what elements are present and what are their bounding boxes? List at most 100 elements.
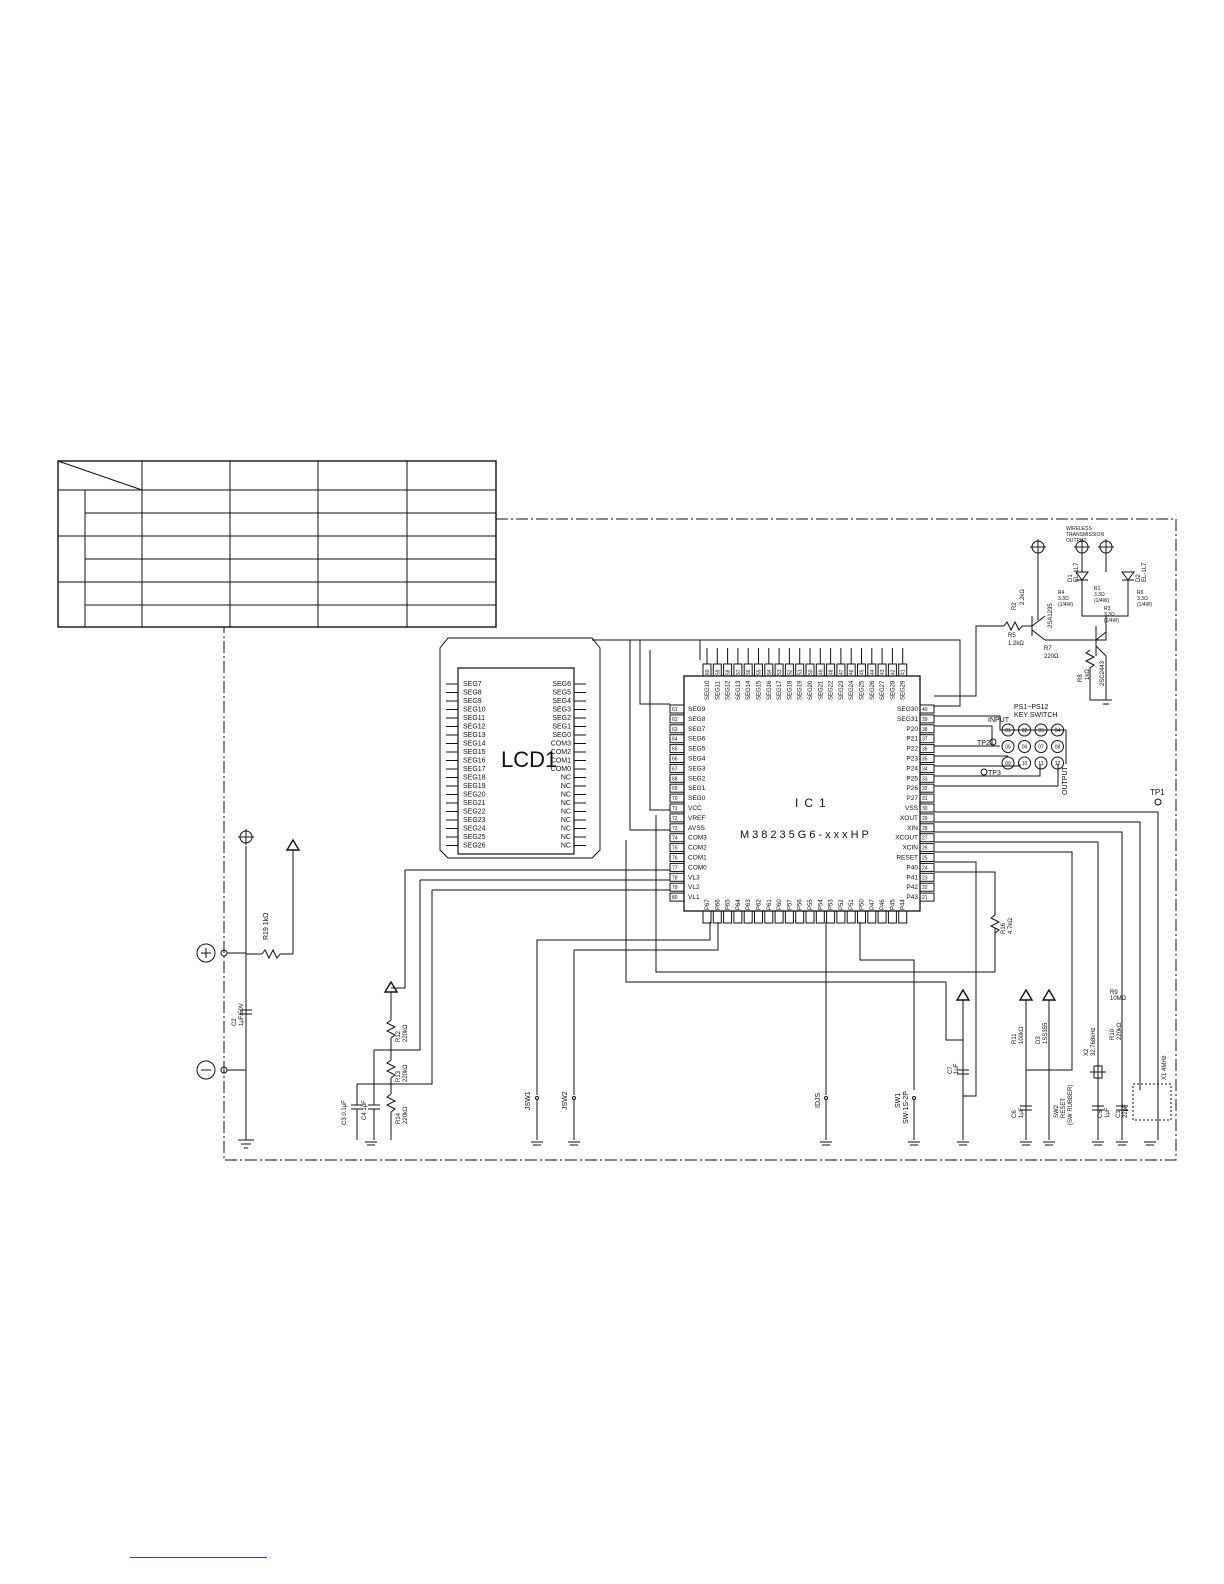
key-switch[interactable] [1034,756,1048,770]
ic-pin-num: 72 [672,816,678,822]
lcd-pin-label: SEG12 [463,724,486,731]
ic-pin-label: P40 [906,864,918,871]
key-switch-label: 07 [1038,745,1044,751]
key-switch-label: 03 [1038,728,1044,734]
ic-pin-box [898,910,908,924]
lcd-pin-label: NC [561,783,571,790]
lcd-pin-label: SEG22 [463,809,486,816]
key-switch[interactable] [1018,740,1031,753]
lcd-pin-label: SEG24 [463,826,486,833]
c5-label: C5 [1098,1110,1104,1118]
ic-pin-num: 76 [672,856,678,862]
ic-pin-box [919,793,935,803]
r8-label: R8 [1078,674,1084,682]
ic-pin-num: 30 [922,806,928,812]
lcd-pin-label: SEG13 [463,732,486,739]
key-switch[interactable] [1001,740,1015,753]
wireless-label-2: TRANSMISSION [1066,532,1104,538]
ic-pin-label: P67 [705,899,711,910]
switch-contact [912,1096,916,1100]
lcd-pin-label: SEG9 [463,698,482,705]
ic-pin-num: 46 [849,669,855,675]
ic-pin-label: VSS [905,805,919,812]
c3-label: C3 0.1μF [342,1100,348,1125]
ic-pin-box [815,910,825,924]
key-switch-label: 09 [1005,761,1011,767]
ic-title: IC1 [795,796,832,810]
r9-value: 10MΩ [1110,996,1127,1002]
ic-pin-label: SEG1 [688,785,706,792]
keys-input-label: INPUT [988,717,1010,724]
ic-pin-box [669,783,685,793]
ic-pin-label: SEG19 [798,680,804,700]
ic-pin-label: COM3 [688,835,707,842]
ic-pin-box [764,910,774,924]
ic-pin-num: 62 [672,717,678,723]
key-switch[interactable] [1018,756,1031,770]
ic-pin-label: AVSS [688,825,706,832]
ic-pin-box [919,833,935,843]
ic-pin-num: 22 [922,885,928,891]
ic-pin-box [669,843,685,853]
ic-pin-box [669,892,685,902]
r6-power: (1/4W) [1137,602,1152,608]
ic-pin-num: 45 [860,669,866,675]
ic-pin-num: 68 [672,776,678,782]
ic-pin-label: P46 [880,899,886,910]
ic-pin-label: P24 [906,765,918,772]
ic-pin-box [774,910,784,924]
key-switch[interactable] [1051,740,1064,753]
ic-pin-label: SEG14 [746,680,752,700]
ic-pin-label: P50 [860,899,866,910]
ic-pin-label: SEG27 [880,680,886,700]
switch-contact [824,1096,828,1100]
ic-pin-label: SEG16 [767,680,773,700]
ic-pin-num: 52 [787,669,793,675]
r7-value: 220Ω [1044,654,1059,660]
ic-pin-label: XOUT [900,815,918,822]
ic-pin-label: SEG4 [688,756,706,763]
c2-label: C2 [232,1018,238,1026]
wireless-label-3: OUTPUT [1066,538,1087,544]
ic-pin-num: 41 [901,669,907,675]
lcd-pin-label: SEG7 [463,681,482,688]
ic-pin-num: 28 [922,826,928,832]
ic-pin-label: COM0 [688,864,707,871]
ic-pin-label: SEG29 [901,680,907,700]
ic-pin-label: P62 [757,899,763,910]
ic-pin-label: P66 [715,899,721,910]
r3-power: (1/4W) [1104,618,1119,624]
ic-pin-label: SEG5 [688,746,706,753]
lcd-pin-label: COM2 [551,749,571,756]
r5-value: 1.2kΩ [1008,641,1024,647]
ic-pin-label: SEG10 [705,680,711,700]
idjs-label: IDJS [815,1093,822,1109]
ic-pin-label: VREF [688,815,705,822]
ic-pin-label: P20 [906,726,918,733]
ic-pin-box [836,910,846,924]
ic-pin-num: 37 [922,737,928,743]
key-switch[interactable] [1001,756,1015,770]
ic-pin-box [919,724,935,734]
ic-pin-label: P26 [906,785,918,792]
lcd-pin-label: SEG23 [463,817,486,824]
ic-pin-box [805,910,815,924]
ic-pin-label: P56 [798,899,804,910]
r12-label: R12 [396,1030,402,1042]
x1-label: X1 4MHz [1162,1055,1168,1080]
r2-label: R2 [1012,602,1018,610]
ic-pin-label: SEG30 [897,706,918,713]
r11-label: R11 [1012,1033,1018,1044]
ic-pin-num: 21 [922,895,928,901]
d1-value: EL-1L7 [1074,562,1080,582]
lcd-pin-label: SEG1 [552,724,571,731]
d3-label: D3 [1036,1036,1042,1044]
ic-pin-num: 63 [672,727,678,733]
key-switch[interactable] [1034,740,1048,753]
ic-pin-label: XCIN [902,845,918,852]
r7-label: R7 [1044,646,1052,652]
ic-pin-label: P41 [906,874,918,881]
ic-pin-label: SEG2 [688,775,706,782]
ic-pin-box [919,714,935,724]
r1-label: R1 [1094,586,1101,592]
